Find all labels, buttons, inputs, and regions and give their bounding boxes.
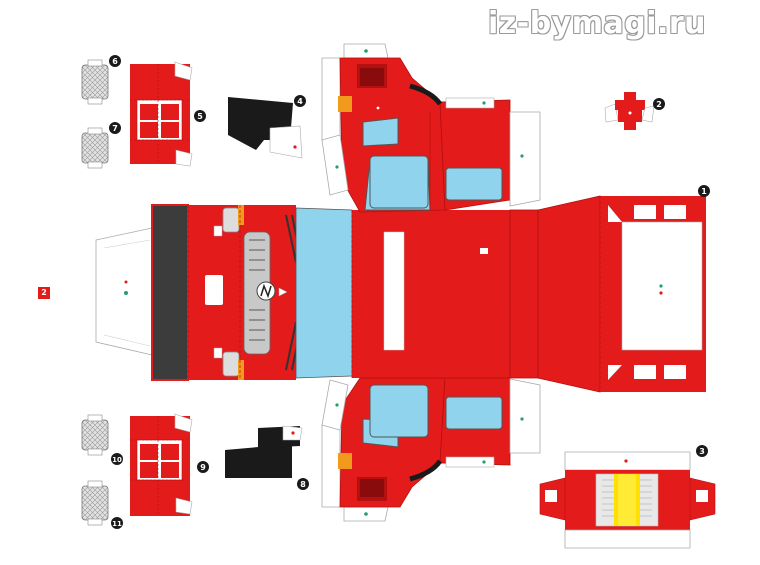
site-watermark: iz-bymagi.ru — [488, 6, 707, 41]
part-number-3: 3 — [696, 445, 708, 457]
door-window-upper — [362, 117, 399, 147]
part-number-6: 6 — [109, 55, 121, 67]
headlight-upper — [222, 207, 240, 233]
headlight-lower — [222, 351, 240, 377]
part-number-8: 8 — [297, 478, 309, 490]
license-plate — [205, 275, 223, 305]
windshield — [295, 207, 353, 379]
part-number-1: 1 — [698, 185, 710, 197]
cab-roof — [352, 210, 510, 378]
part-2-mirror — [604, 92, 655, 130]
svg-text:10: 10 — [112, 456, 122, 464]
svg-text:11: 11 — [112, 520, 122, 528]
roof-light-bar — [383, 231, 405, 351]
part-5-arch — [130, 61, 193, 167]
part-number-9: 9 — [197, 461, 209, 473]
svg-text:9: 9 — [200, 463, 206, 472]
svg-text:3: 3 — [699, 447, 705, 456]
svg-text:1: 1 — [701, 187, 707, 196]
svg-text:2: 2 — [656, 100, 662, 109]
svg-text:7: 7 — [112, 124, 118, 133]
svg-text:8: 8 — [300, 480, 306, 489]
part-number-2: 2 — [653, 98, 665, 110]
front-bumper — [152, 205, 188, 380]
part-10-wheel — [81, 414, 109, 456]
rear-window-upper — [445, 167, 503, 201]
part-7-wheel — [81, 127, 109, 169]
part-8-tire — [225, 425, 303, 478]
part-4-tire — [228, 97, 303, 159]
part-1-main-body — [95, 195, 706, 393]
part-9-arch — [130, 413, 193, 516]
part-number-11: 11 — [111, 517, 123, 529]
svg-text:6: 6 — [112, 57, 118, 66]
side-marker-upper — [338, 96, 352, 112]
svg-text:5: 5 — [197, 112, 203, 121]
part-3-rear — [539, 451, 716, 549]
indicator-lower — [238, 360, 244, 380]
part-11-wheel — [81, 480, 109, 526]
part-6-wheel — [81, 59, 109, 105]
part-number-4: 4 — [294, 95, 306, 107]
svg-text:4: 4 — [297, 97, 303, 106]
part-number-10: 10 — [111, 453, 123, 465]
cab-side-lower — [321, 377, 541, 522]
page-number-badge: 2 — [38, 287, 50, 299]
part-number-5: 5 — [194, 110, 206, 122]
front-glue-tab — [95, 227, 153, 356]
indicator-upper — [238, 205, 244, 225]
part-number-7: 7 — [109, 122, 121, 134]
cab-side-upper — [321, 43, 541, 213]
